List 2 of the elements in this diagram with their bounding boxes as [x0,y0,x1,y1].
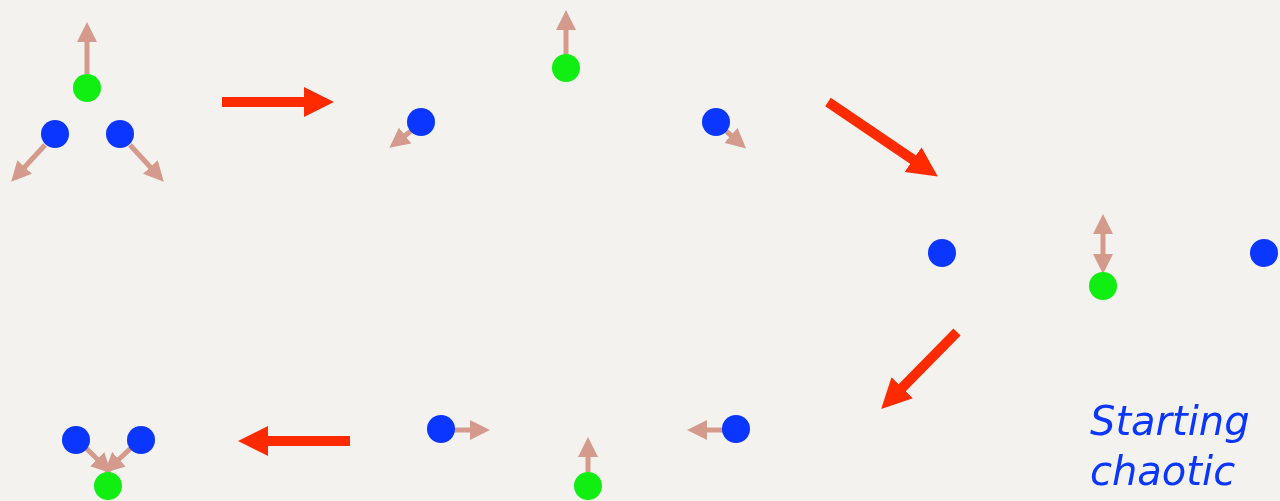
caption-text: Starting [1090,398,1250,444]
caption-text: chaotic [1090,448,1236,494]
